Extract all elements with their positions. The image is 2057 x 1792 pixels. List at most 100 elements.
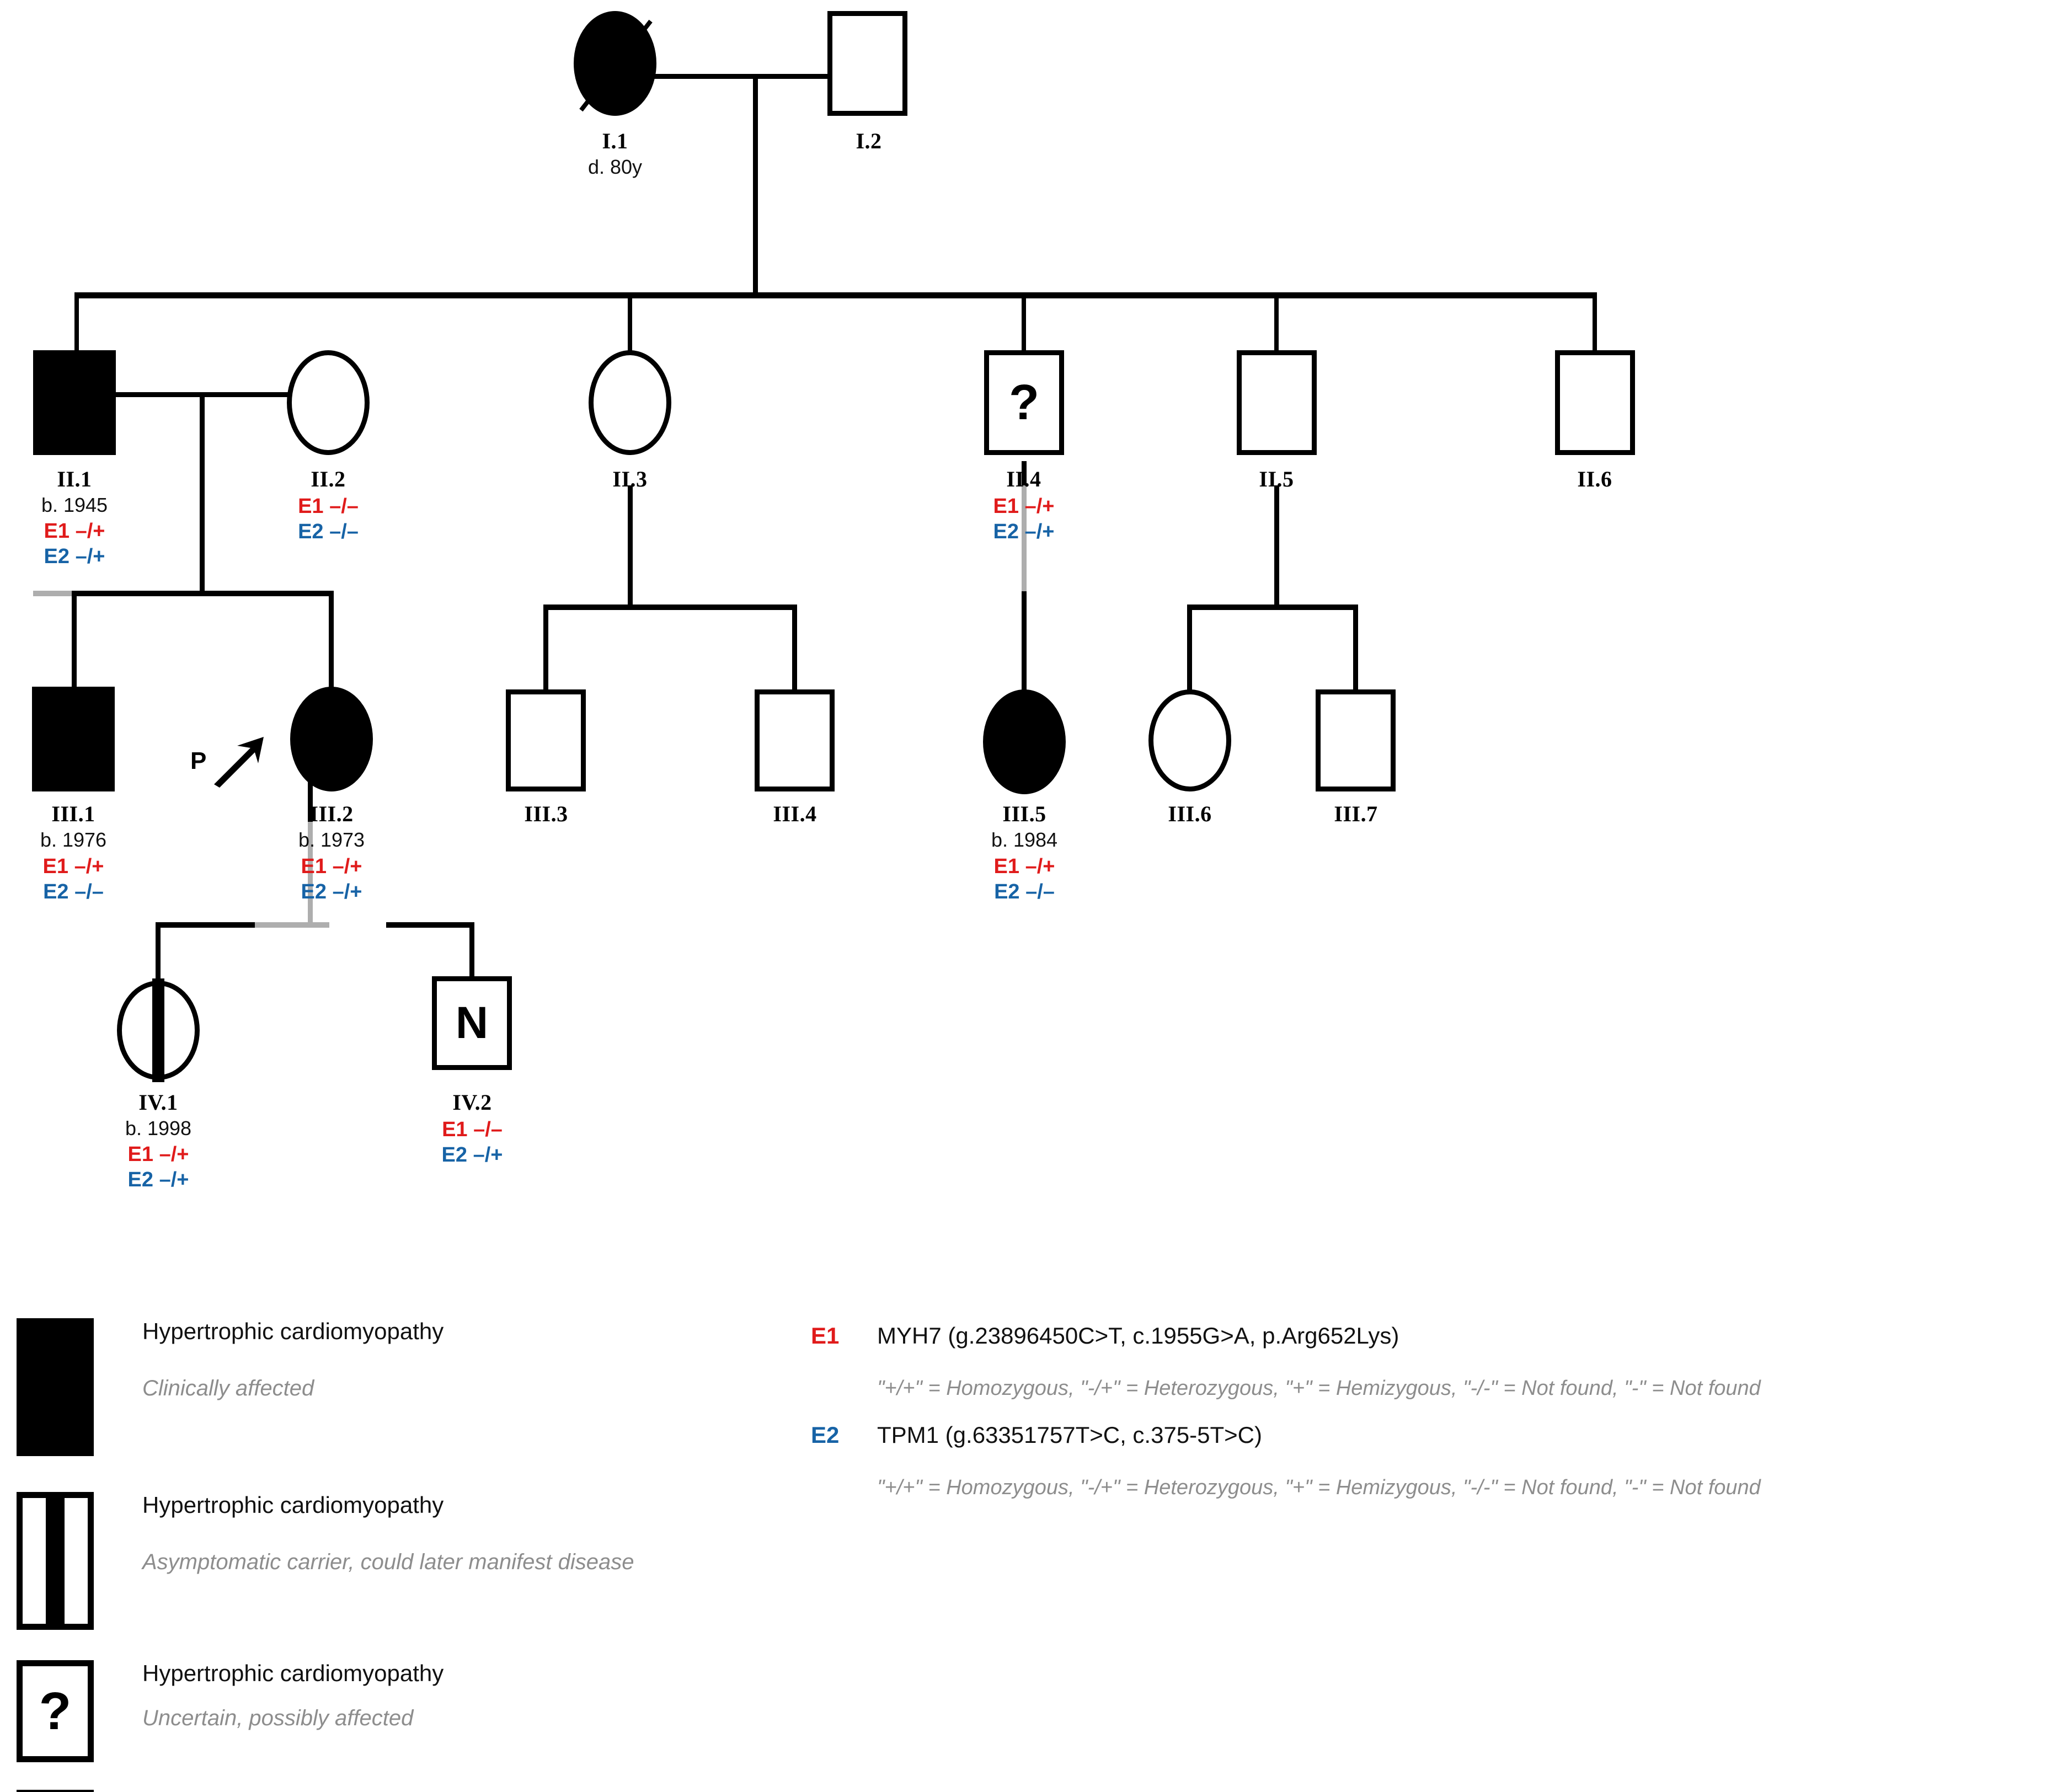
genotype-e1-tag: E1 — [298, 495, 324, 518]
individual-I2[interactable] — [827, 11, 907, 116]
individual-II4[interactable]: ? — [984, 350, 1064, 455]
individual-III7[interactable] — [1316, 689, 1396, 791]
genotype-e2-tag: E2 — [298, 520, 324, 544]
individual-id: III.2 — [309, 801, 354, 826]
individual-III4[interactable] — [755, 689, 835, 791]
genotype-III1: E1 –/+ E2 –/– — [0, 854, 156, 905]
label-IV1: IV.1 b. 1998 — [76, 1089, 241, 1141]
genotype-e1-value: –/+ — [332, 855, 362, 878]
individual-I1[interactable] — [574, 11, 656, 116]
individual-age: b. 1984 — [991, 828, 1058, 851]
individual-II1[interactable] — [33, 350, 116, 455]
genotype-e2-value: –/+ — [332, 880, 362, 904]
sibship-bar-III-b — [543, 605, 797, 610]
not-affected-glyph: N — [455, 998, 489, 1048]
sibship-drop-III7 — [1353, 605, 1358, 693]
individual-id: III.7 — [1334, 801, 1378, 826]
genotype-e1-tag: E1 — [127, 1143, 154, 1166]
gene-tag-e1: E1 — [811, 1323, 840, 1349]
not-affected-glyph: N — [17, 1790, 94, 1792]
genotype-e2: E2 –/+ — [941, 519, 1107, 544]
legend-key-n-square: N — [17, 1790, 94, 1792]
sibship-bar-IV-gray — [255, 922, 329, 928]
label-II3: II.3 — [547, 466, 713, 493]
label-III6: III.6 — [1107, 801, 1273, 828]
individual-III1[interactable] — [32, 687, 115, 791]
descent-line-III2-top — [308, 768, 313, 828]
genotype-e1-tag: E1 — [42, 855, 69, 878]
carrier-bar — [46, 1492, 65, 1630]
individual-III2[interactable] — [290, 687, 373, 791]
carrier-bar — [152, 978, 164, 1082]
genotype-e2: E2 –/+ — [389, 1142, 555, 1168]
genotype-e2-tag: E2 — [993, 520, 1019, 544]
sibship-drop-III2 — [329, 591, 334, 690]
genotype-e2-tag: E2 — [44, 545, 70, 569]
proband-marker: P — [190, 734, 271, 789]
genotype-e1: E1 –/+ — [0, 518, 157, 544]
symbol-square-not-affected — [17, 1790, 94, 1792]
legend-key-filled-square — [17, 1318, 94, 1456]
individual-id: II.4 — [1006, 467, 1041, 491]
individual-age: b. 1998 — [125, 1116, 192, 1140]
genotype-e2-tag: E2 — [127, 1168, 154, 1192]
symbol-square-unaffected — [827, 11, 907, 116]
individual-III6[interactable] — [1148, 689, 1231, 791]
mating-line-I1-I2 — [654, 74, 869, 79]
symbol-circle-unaffected — [287, 350, 370, 455]
individual-III3[interactable] — [506, 689, 586, 791]
genotype-III2: E1 –/+ E2 –/+ — [249, 854, 414, 905]
individual-IV2[interactable]: N — [432, 976, 512, 1070]
genotype-III5: E1 –/+ E2 –/– — [942, 854, 1107, 905]
individual-id: II.1 — [57, 467, 92, 491]
individual-II2[interactable] — [287, 350, 370, 455]
sibship-drop-II4 — [1022, 292, 1026, 353]
genotype-IV2: E1 –/– E2 –/+ — [389, 1117, 555, 1168]
genotype-e2-value: –/+ — [75, 545, 105, 569]
label-I1: I.1 d. 80y — [532, 128, 698, 179]
legend: Hypertrophic cardiomyopathy Clinically a… — [0, 1313, 2057, 1792]
genotype-e2-tag: E2 — [441, 1143, 468, 1167]
individual-II6[interactable] — [1555, 350, 1635, 455]
sibship-bar-gen2 — [74, 292, 1597, 298]
sibship-drop-IV1 — [156, 922, 161, 983]
individual-id: III.6 — [1168, 801, 1212, 826]
genotype-II4: E1 –/+ E2 –/+ — [941, 494, 1107, 545]
descent-line-II4-top — [1022, 461, 1027, 495]
symbol-square-unaffected — [1237, 350, 1317, 455]
individual-II3[interactable] — [589, 350, 671, 455]
genotype-e1-tag: E1 — [442, 1118, 468, 1141]
genotype-e2-tag: E2 — [301, 880, 327, 904]
genotype-e1-value: –/– — [329, 495, 359, 518]
individual-id: I.1 — [602, 129, 628, 153]
symbol-circle-unaffected — [589, 350, 671, 455]
legend-description: Clinically affected — [142, 1376, 314, 1401]
symbol-square-not-affected — [432, 976, 512, 1070]
genotype-e2-value: –/– — [329, 520, 359, 544]
sibship-drop-II3 — [628, 292, 632, 353]
genotype-e1-value: –/+ — [1024, 495, 1055, 518]
individual-III5[interactable] — [983, 689, 1066, 794]
gene-tag-e2: E2 — [811, 1422, 840, 1448]
symbol-circle-affected — [290, 687, 373, 791]
individual-II5[interactable] — [1237, 350, 1317, 455]
individual-id: IV.1 — [138, 1090, 178, 1115]
symbol-square-uncertain — [984, 350, 1064, 455]
individual-age: b. 1973 — [298, 828, 365, 851]
sibship-drop-II1 — [74, 292, 79, 353]
individual-id: III.5 — [1002, 801, 1046, 826]
individual-id: II.6 — [1577, 467, 1612, 491]
genotype-e2-value: –/– — [74, 880, 104, 904]
genotype-e2: E2 –/+ — [76, 1167, 241, 1192]
genotype-e2: E2 –/+ — [249, 879, 414, 905]
proband-letter: P — [190, 747, 207, 774]
individual-IV1[interactable] — [117, 978, 200, 1082]
genotype-e1: E1 –/+ — [941, 494, 1107, 519]
individual-id: II.3 — [612, 467, 648, 491]
uncertain-glyph: ? — [1009, 375, 1039, 430]
legend-title: Hypertrophic cardiomyopathy — [142, 1790, 444, 1792]
label-III1: III.1 b. 1976 — [0, 801, 156, 852]
genotype-II1: E1 –/+ E2 –/+ — [0, 518, 157, 570]
descent-line-II3 — [628, 485, 633, 609]
